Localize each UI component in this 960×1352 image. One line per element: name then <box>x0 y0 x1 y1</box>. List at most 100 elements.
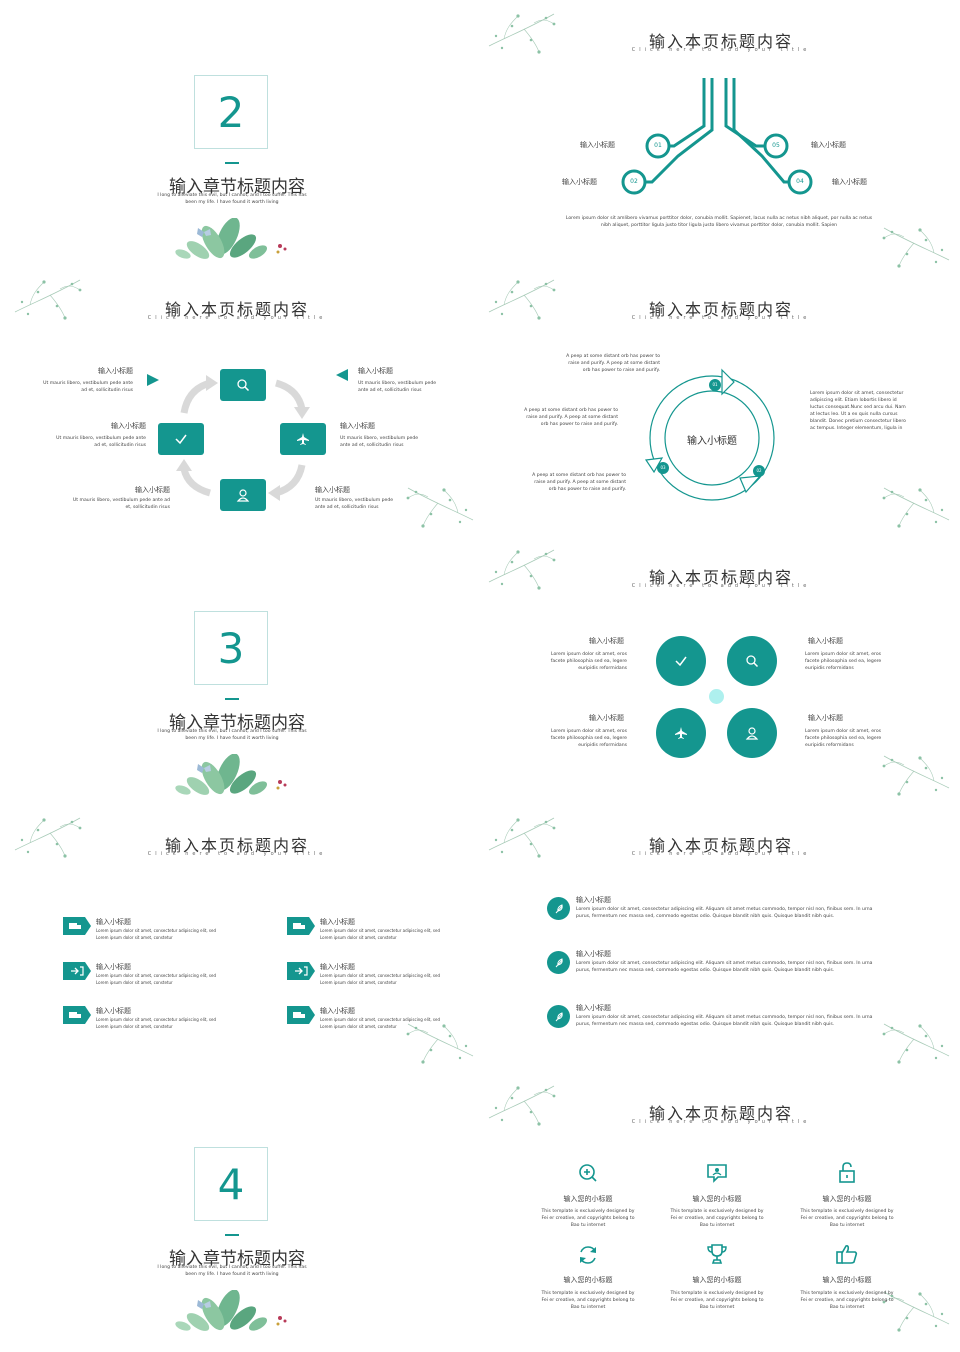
chapter-dash <box>225 698 239 700</box>
plant-decoration <box>174 1290 287 1335</box>
sprig-decoration <box>406 487 474 529</box>
chapter-number: 3 <box>217 623 245 673</box>
page-subtitle: Click here to add your title <box>631 315 811 321</box>
cycle3-node-02: 02 <box>756 468 762 473</box>
step-check <box>158 423 204 455</box>
icon-item-label: 输入您的小标题 <box>692 1276 742 1284</box>
feather-icon <box>555 903 563 913</box>
page-subtitle: Click here to add your title <box>631 1119 811 1125</box>
chapter-number: 2 <box>217 87 245 137</box>
plant-decoration <box>174 218 287 263</box>
circles4-label: 输入小标题 <box>808 637 843 645</box>
cycle4-text-6: Ut mauris libero, vestibulum pede ante a… <box>315 498 394 510</box>
plane-icon <box>297 433 309 445</box>
slide-chapter-3: 3 输入章节标题内容 I long to alleviate this evil… <box>0 536 474 804</box>
tag-shape <box>287 917 315 935</box>
sprig-decoration <box>882 487 950 529</box>
user-icon <box>236 489 250 502</box>
icon-item-label: 输入您的小标题 <box>692 1195 742 1203</box>
slide-cycle4: 输入本页标题内容 Click here to add your title 输入… <box>0 268 474 536</box>
chapter-desc: I long to alleviate this evil, but I can… <box>157 729 307 741</box>
page-title: 输入本页标题内容 <box>164 836 309 855</box>
cycle-arrows <box>176 375 310 501</box>
cycle4-label-6: 输入小标题 <box>315 486 350 494</box>
tag-shape <box>287 962 315 980</box>
circle-plane <box>656 708 706 758</box>
page-subtitle: Click here to add your title <box>147 851 327 857</box>
page-subtitle: Click here to add your title <box>147 315 327 321</box>
circuit-node-02: 02 <box>630 178 638 185</box>
tag-shape <box>63 962 91 980</box>
icon-item-label: 输入您的小标题 <box>822 1276 872 1284</box>
chapter-number-box: 4 <box>194 1147 268 1221</box>
triangle-marker <box>336 369 348 381</box>
tag-shape <box>63 917 91 935</box>
slide-chapter-4: 4 输入章节标题内容 I long to alleviate this evil… <box>0 1072 474 1340</box>
page-subtitle: Click here to add your title <box>631 851 811 857</box>
slide-list3: 输入本页标题内容 Click here to add your title 输入… <box>484 804 958 1072</box>
tag-label: 输入小标题 <box>320 963 355 971</box>
center-dot <box>709 689 724 704</box>
circuit-diagram <box>621 78 813 195</box>
icon-item-label: 输入您的小标题 <box>563 1195 613 1203</box>
circle-search <box>727 636 777 686</box>
icon-item-text: This template is exclusively designed by… <box>800 1209 894 1228</box>
sprig-decoration <box>882 227 950 268</box>
slide-chapter-2: 2 输入章节标题内容 I long to alleviate this evil… <box>0 0 474 268</box>
tag-line1: Lorem ipsum dolor sit amet, consectetur … <box>96 1017 216 1022</box>
cycle3-left-1: A peep at some distant orb has power to … <box>566 354 660 373</box>
sprig-decoration <box>882 755 950 797</box>
tag-shape <box>63 1006 91 1024</box>
search-icon <box>237 379 250 392</box>
cycle4-label-2: 输入小标题 <box>358 367 393 375</box>
chapter-dash <box>225 162 239 164</box>
step-user <box>220 479 266 511</box>
tag-line2: Lorem ipsum dolor sit amet, constetur <box>320 980 397 985</box>
tag-line2: Lorem ipsum dolor sit amet, constetur <box>320 935 397 940</box>
list-item-label: 输入小标题 <box>576 1004 611 1012</box>
check-icon <box>675 656 687 667</box>
trophy-icon <box>707 1244 727 1264</box>
chapter-dash <box>225 1234 239 1236</box>
circuit-node-05: 05 <box>772 142 780 149</box>
chapter-desc: I long to alleviate this evil, but I can… <box>157 1265 307 1277</box>
circles4-label: 输入小标题 <box>808 714 843 722</box>
page-title: 输入本页标题内容 <box>648 300 793 319</box>
cycle3-center-label: 输入小标题 <box>687 436 737 447</box>
tag-label: 输入小标题 <box>320 918 355 926</box>
cycle4-text-5: Ut mauris libero, vestibulum pede ante a… <box>72 498 170 510</box>
cycle3-left-2: A peep at some distant orb has power to … <box>524 408 618 427</box>
plane-icon <box>675 727 687 739</box>
icon-item-text: This template is exclusively designed by… <box>800 1291 894 1310</box>
circuit-label: 输入小标题 <box>832 178 867 186</box>
slide-tags6: 输入本页标题内容 Click here to add your title 输入… <box>0 804 474 1072</box>
tag-line2: Lorem ipsum dolor sit amet, constetur <box>96 935 173 940</box>
tag-label: 输入小标题 <box>96 1007 131 1015</box>
icon-item-label: 输入您的小标题 <box>822 1195 872 1203</box>
list-item-label: 输入小标题 <box>576 896 611 904</box>
tag-line2: Lorem ipsum dolor sit amet, constetur <box>96 1024 173 1029</box>
cycle4-label-1: 输入小标题 <box>98 367 133 375</box>
list-item-icon <box>547 951 570 974</box>
page-title: 输入本页标题内容 <box>648 568 793 587</box>
circles4-label: 输入小标题 <box>589 714 624 722</box>
tag-label: 输入小标题 <box>320 1007 355 1015</box>
tag-label: 输入小标题 <box>96 918 131 926</box>
cycle4-text-1: Ut mauris libero, vestibulum pede ante a… <box>43 381 133 393</box>
cycle4-text-3: Ut mauris libero, vestibulum pede ante a… <box>56 436 146 448</box>
feather-icon <box>555 1011 563 1021</box>
chapter-desc: I long to alleviate this evil, but I can… <box>157 193 307 205</box>
page-subtitle: Click here to add your title <box>631 583 811 589</box>
slide-icons6: 输入本页标题内容 Click here to add your title 输入… <box>484 1072 958 1340</box>
tag-line2: Lorem ipsum dolor sit amet, constetur <box>320 1024 397 1029</box>
cycle3-node-03: 03 <box>660 465 666 470</box>
circles4-text: Lorem ipsum dolor sit amet, eros facete … <box>805 652 882 671</box>
search-icon <box>746 655 759 668</box>
tag-shape <box>287 1006 315 1024</box>
icon-item-text: This template is exclusively designed by… <box>541 1291 635 1310</box>
list-item-label: 输入小标题 <box>576 950 611 958</box>
tag-line1: Lorem ipsum dolor sit amet, consectetur … <box>96 973 216 978</box>
tag-line1: Lorem ipsum dolor sit amet, consectetur … <box>320 973 440 978</box>
circuit-label: 输入小标题 <box>811 141 846 149</box>
chapter-title: 输入章节标题内容 <box>169 713 305 733</box>
